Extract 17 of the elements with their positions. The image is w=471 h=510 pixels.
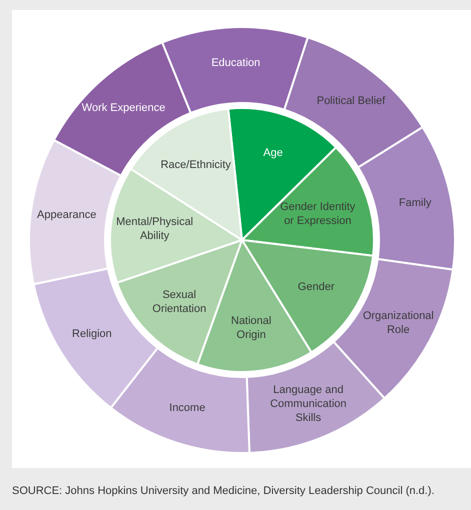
segment-label: Race/Ethnicity bbox=[160, 159, 231, 172]
segment-label: Political Belief bbox=[316, 94, 386, 107]
segment-label: Language and Communication Skills bbox=[270, 384, 346, 424]
source-caption: SOURCE: Johns Hopkins University and Medicine, Diversity Leadership Council (n.d.). bbox=[12, 484, 434, 499]
segment-label: Sexual Orientation bbox=[152, 288, 206, 315]
segment-label: Gender Identity or Expression bbox=[280, 201, 356, 228]
segment-label: Family bbox=[398, 197, 432, 210]
segment-label: Appearance bbox=[37, 209, 96, 222]
segment-label: Education bbox=[211, 57, 260, 70]
segment-label: Gender bbox=[298, 281, 334, 294]
segment-label: Mental/Physical Ability bbox=[116, 216, 194, 242]
segment-label: Work Experience bbox=[82, 102, 166, 114]
segment-label: Age bbox=[263, 147, 283, 160]
segment-label: National Origin bbox=[231, 314, 272, 341]
segment-label: Organizational Role bbox=[362, 310, 434, 336]
segment-label: Religion bbox=[72, 328, 112, 340]
segment-label: Income bbox=[169, 402, 206, 414]
